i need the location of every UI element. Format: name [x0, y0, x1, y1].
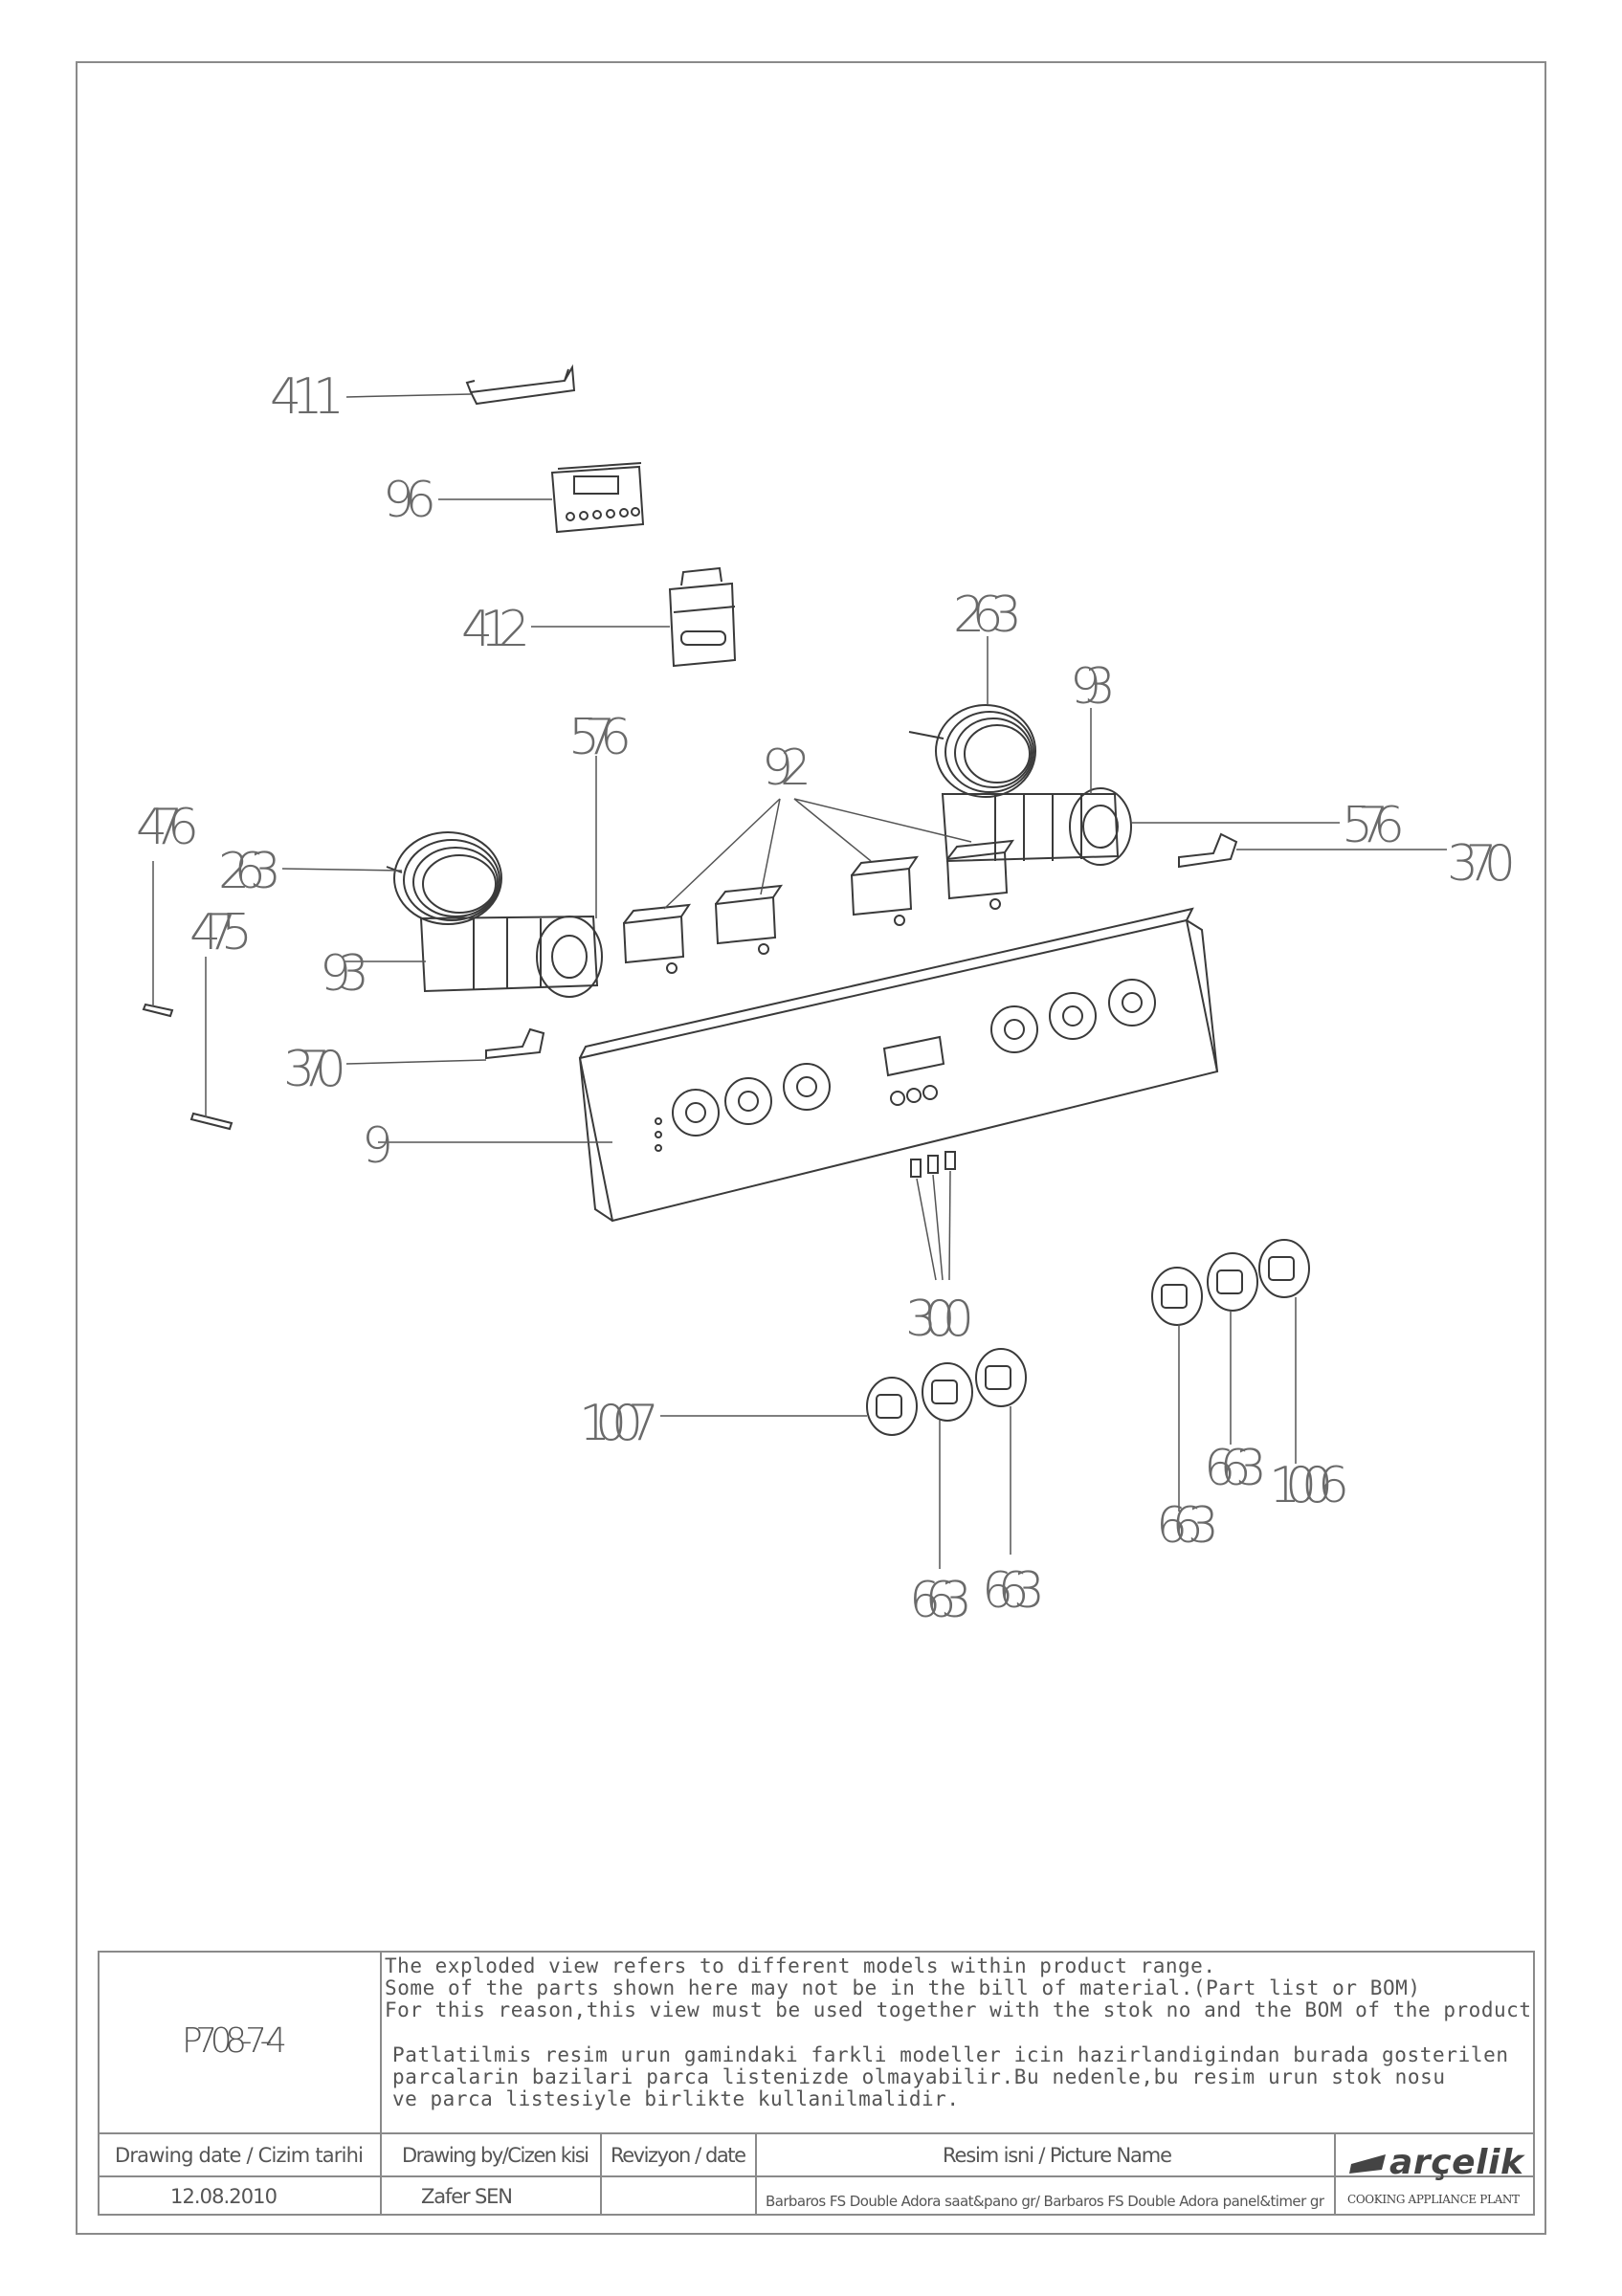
- callout-370-left: 370: [283, 1041, 346, 1098]
- title-block: [98, 1951, 1535, 2216]
- callout-1007: 1007: [579, 1395, 659, 1452]
- part-263-left-coil: [386, 831, 502, 925]
- callout-576-left: 576: [568, 709, 632, 766]
- callout-93-right: 93: [1070, 658, 1116, 716]
- part-96-timer: [550, 462, 645, 534]
- date-header: Drawing date / Cizim tarihi: [115, 2144, 364, 2167]
- part-1006-right-knobs: [1151, 1239, 1310, 1326]
- callout-9: 9: [362, 1117, 393, 1175]
- callout-412: 412: [461, 601, 530, 658]
- callout-93-left: 93: [320, 945, 369, 1003]
- notice-en-2: Some of the parts shown here may not be …: [385, 1976, 1420, 1999]
- callout-411: 411: [270, 368, 344, 426]
- callout-1006: 1006: [1269, 1457, 1349, 1514]
- leaders-300: [916, 1170, 951, 1281]
- callout-370-right: 370: [1447, 835, 1516, 893]
- callout-300: 300: [905, 1291, 974, 1348]
- sheet-border: [76, 61, 1546, 2235]
- part-370-left-clip: [485, 1027, 545, 1060]
- callout-576-right: 576: [1342, 797, 1405, 854]
- part-9-control-panel: [578, 907, 1219, 1223]
- callout-475: 475: [189, 904, 253, 961]
- leader-263-left: [281, 868, 403, 872]
- part-93-left-switch: [419, 915, 603, 998]
- revision-header: Revizyon / date: [611, 2144, 746, 2167]
- notice-tr-3: ve parca listesiyle birlikte kullanilmal…: [392, 2087, 959, 2110]
- leaders-92: [663, 798, 972, 910]
- callout-663-c: 663: [1156, 1497, 1219, 1555]
- part-412-holder: [668, 566, 737, 668]
- picture-name-value: Barbaros FS Double Adora saat&pano gr/ B…: [766, 2193, 1325, 2210]
- callout-663-a: 663: [909, 1572, 972, 1629]
- brand-name: arçelik: [1389, 2143, 1525, 2182]
- notice-en-1: The exploded view refers to different mo…: [385, 1954, 1215, 1977]
- part-476-screw: [142, 1003, 174, 1018]
- leader-370-left: [345, 1059, 487, 1065]
- drawn-by-value: Zafer SEN: [421, 2185, 513, 2208]
- notice-tr-1: Patlatilmis resim urun gamindaki farkli …: [392, 2043, 1508, 2066]
- callout-663-d: 663: [1204, 1440, 1267, 1497]
- part-300-lamps: [910, 1151, 956, 1178]
- arcelik-logo: arçelik COOKING APPLIANCE PLANT: [1347, 2143, 1525, 2206]
- notice-tr-2: parcalarin bazilari parca listenizde olm…: [392, 2065, 1445, 2088]
- part-370-right-clip: [1178, 832, 1238, 869]
- callout-96: 96: [383, 472, 436, 529]
- callout-476: 476: [136, 799, 199, 856]
- part-92-tap-blocks: [622, 839, 1015, 974]
- callout-663-b: 663: [982, 1562, 1045, 1620]
- brand-sub: COOKING APPLIANCE PLANT: [1347, 2193, 1520, 2206]
- part-475-screw: [189, 1112, 233, 1131]
- drawing-code: P708-7-4: [182, 2021, 287, 2061]
- picture-name-header: Resim isni / Picture Name: [943, 2144, 1172, 2167]
- part-1007-left-knobs: [866, 1348, 1027, 1436]
- callout-263-right: 263: [953, 586, 1022, 644]
- drawn-by-header: Drawing by/Cizen kisi: [402, 2144, 589, 2167]
- part-411-bracket: [465, 364, 576, 406]
- logo-mark-icon: [1349, 2154, 1386, 2174]
- date-value: 12.08.2010: [170, 2185, 278, 2208]
- part-263-right-coil: [908, 704, 1036, 798]
- part-93-right-switch: [941, 787, 1132, 866]
- callout-263-left: 263: [218, 843, 281, 900]
- callout-92: 92: [762, 740, 811, 797]
- leader-411: [345, 393, 472, 398]
- notice-en-3: For this reason,this view must be used t…: [385, 1998, 1531, 2021]
